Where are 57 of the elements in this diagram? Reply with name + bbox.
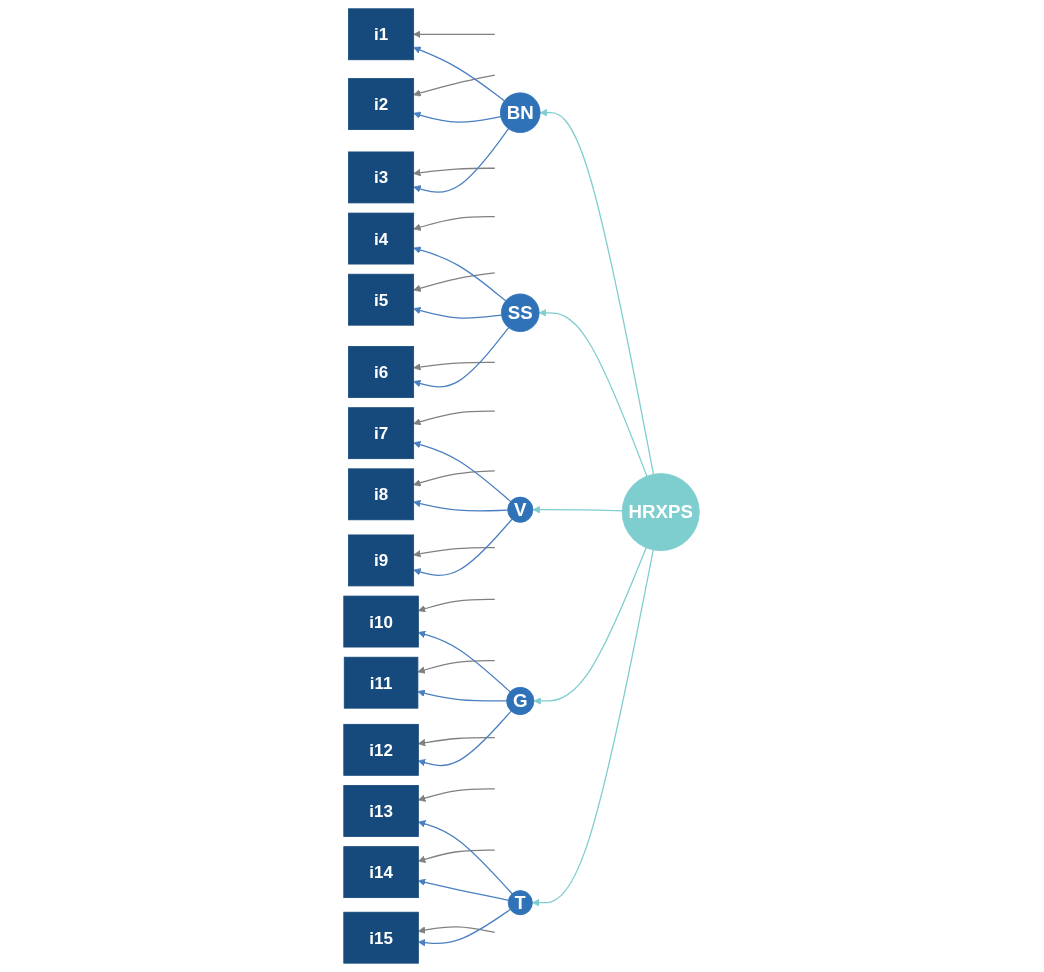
arrow	[413, 327, 510, 388]
arrow	[413, 246, 507, 302]
arrow	[413, 518, 514, 577]
arrow	[418, 660, 496, 674]
arrow	[532, 549, 655, 907]
arrow	[413, 306, 503, 319]
node-circle	[500, 92, 542, 134]
node-box	[343, 911, 420, 964]
arrow	[418, 736, 496, 747]
node-circle	[508, 890, 534, 916]
path-diagram: i1 i2 i3 i4 i5 i6 i7 i8 i9 i10 i11 i12 i13 i14 i15 BN SS V G T HRXPS	[337, 2, 707, 970]
node-box	[348, 273, 415, 326]
arrow	[418, 926, 496, 934]
node-box	[348, 407, 415, 460]
arrow	[413, 111, 502, 123]
node-box	[343, 595, 420, 648]
arrow	[418, 598, 496, 613]
arrow	[418, 788, 496, 802]
arrow	[418, 908, 512, 947]
arrow	[418, 849, 496, 863]
node-box	[348, 346, 415, 398]
node-box	[348, 151, 415, 204]
arrow	[413, 30, 496, 38]
node-circle	[507, 496, 534, 523]
arrow	[413, 361, 496, 371]
arrow	[413, 167, 496, 177]
arrow	[540, 109, 655, 475]
arrow	[418, 630, 512, 693]
arrow	[413, 128, 510, 193]
arrow	[539, 309, 648, 477]
arrow	[413, 46, 506, 102]
node-box	[348, 78, 415, 130]
node-circle	[506, 686, 535, 716]
node-box	[348, 534, 415, 587]
arrow	[413, 441, 512, 503]
arrow	[413, 547, 496, 558]
arrow	[418, 878, 510, 901]
node-box	[343, 785, 420, 837]
arrow	[418, 710, 513, 767]
arrow	[413, 499, 509, 512]
node-box	[343, 846, 420, 899]
arrow	[413, 74, 496, 97]
arrow	[413, 410, 496, 426]
node-box	[348, 468, 415, 521]
node-box	[343, 723, 420, 776]
arrow	[413, 470, 496, 487]
arrow	[418, 689, 508, 702]
node-circle	[501, 293, 540, 333]
arrow	[534, 547, 648, 705]
node-box	[348, 8, 415, 61]
node-box	[348, 212, 415, 265]
arrow	[413, 272, 496, 292]
arrow	[533, 506, 624, 514]
node-circle	[622, 473, 701, 552]
arrow	[413, 216, 496, 231]
node-box	[344, 656, 419, 709]
arrow	[418, 820, 514, 895]
